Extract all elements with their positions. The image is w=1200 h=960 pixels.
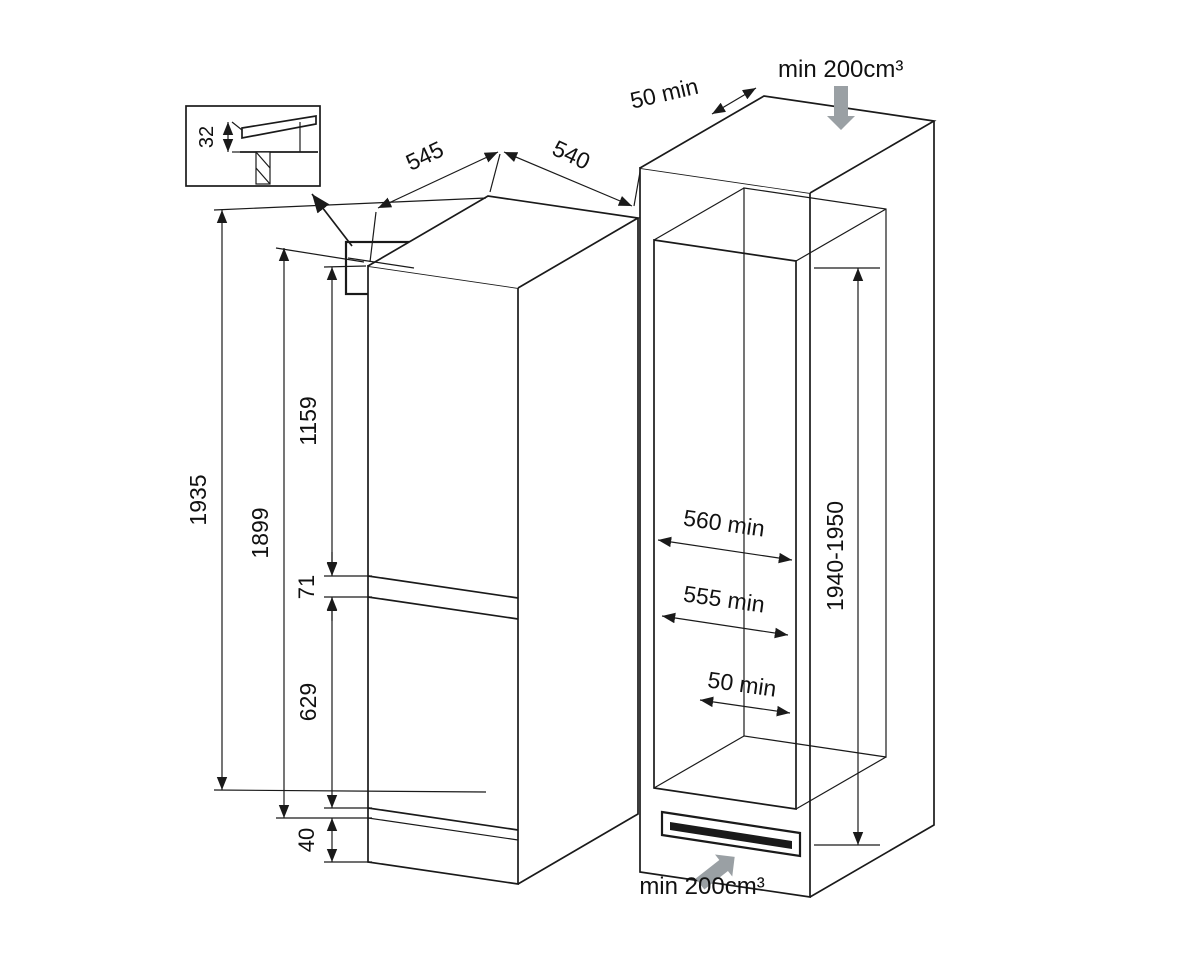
ventilation-annotations: min 200cm³ min 200cm³ — [639, 56, 903, 900]
vent-arrow-top-icon — [827, 86, 855, 130]
niche-top-face — [639, 95, 937, 194]
dimension-line-50-bottom — [699, 696, 791, 717]
dim-label-40: 40 — [294, 828, 319, 852]
upper-door-bottom-edge — [367, 575, 519, 599]
extension-line — [231, 121, 243, 131]
dim-label-1899: 1899 — [247, 507, 273, 558]
refrigerator-drawing — [347, 195, 641, 885]
interior-edge — [653, 735, 745, 789]
hatch-line — [255, 167, 271, 185]
fridge-side-face — [517, 218, 639, 885]
plinth-top-edge — [367, 817, 519, 841]
extension-line — [213, 789, 487, 793]
dim-label-50-top: 50 min — [628, 73, 701, 114]
extension-line — [323, 265, 367, 268]
dim-label-629: 629 — [295, 683, 321, 721]
dim-label-1940-1950: 1940-1950 — [822, 501, 848, 611]
extension-line — [369, 211, 377, 263]
hatch-line — [255, 151, 271, 169]
dim-label-71: 71 — [294, 575, 319, 599]
niche-drawing — [639, 95, 937, 898]
cabinet-section — [255, 151, 271, 185]
interior-edge — [795, 756, 887, 810]
dimension-line-555 — [661, 612, 789, 639]
dim-label-545: 545 — [402, 136, 448, 176]
dimension-line-50-top — [711, 87, 757, 115]
cabinet-top-edge-hint — [347, 257, 415, 269]
extension-line — [275, 247, 365, 263]
dim-label-1159: 1159 — [295, 396, 321, 445]
dim-label-32: 32 — [196, 126, 218, 148]
extension-line — [633, 171, 641, 207]
door-top-profile — [241, 115, 317, 140]
vent-slot-grille — [670, 822, 792, 849]
interior-edge — [795, 208, 887, 262]
interior-edge — [653, 187, 745, 241]
dim-label-540: 540 — [548, 135, 594, 175]
block-arrow-up-icon — [695, 854, 735, 890]
dim-label-1935: 1935 — [185, 474, 211, 525]
dimension-line-560 — [657, 536, 793, 564]
extension-line — [489, 153, 501, 193]
lower-door-bottom-edge — [367, 807, 519, 831]
dimension-line-540 — [503, 151, 633, 207]
dimension-line-545 — [377, 151, 499, 209]
extension-line — [213, 197, 487, 211]
niche-side-face — [809, 121, 935, 898]
block-arrow-down-icon — [827, 86, 855, 130]
leader-arrow — [311, 193, 353, 247]
detail-inset: 32 — [185, 105, 321, 187]
vent-label-top: min 200cm³ — [778, 56, 903, 83]
lower-door-top-edge — [367, 596, 519, 620]
fridge-top-face — [367, 195, 641, 289]
vent-label-bottom: min 200cm³ — [639, 873, 764, 900]
vent-arrow-bottom-icon — [695, 854, 735, 890]
